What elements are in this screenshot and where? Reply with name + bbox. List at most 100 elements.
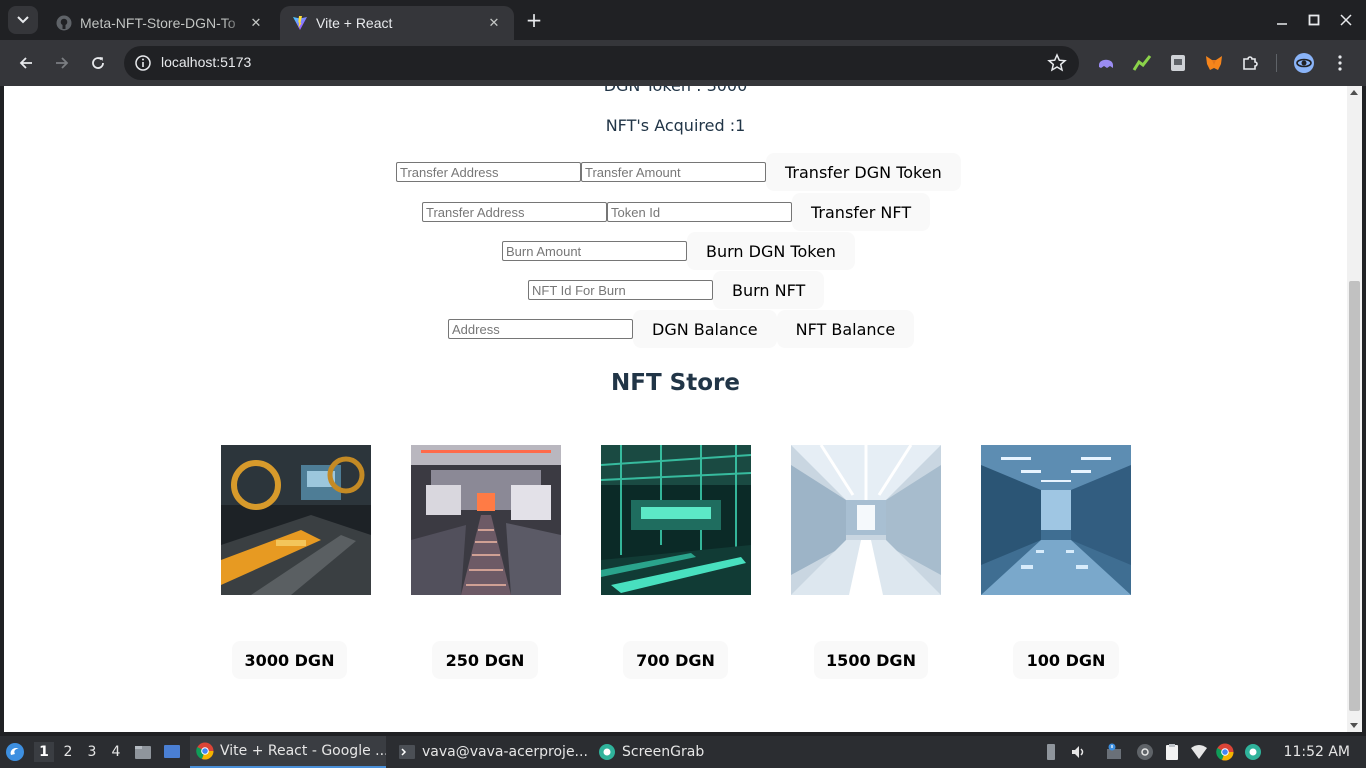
maximize-button[interactable] [1302, 8, 1326, 32]
url-text[interactable]: localhost:5173 [161, 54, 252, 70]
vite-icon [293, 16, 307, 30]
maximize-icon [1308, 14, 1320, 26]
task-screengrab[interactable]: ScreenGrab [592, 736, 722, 768]
nft-price-button-4[interactable]: 100 DGN [1013, 641, 1119, 679]
burn-token-row: Burn DGN Token [502, 232, 855, 270]
chrome-tray-icon[interactable] [1216, 743, 1234, 761]
sync-icon[interactable] [1136, 743, 1154, 761]
tab-title: Meta-NFT-Store-DGN-To [80, 15, 248, 31]
close-window-button[interactable] [1334, 8, 1358, 32]
scrollbar-thumb[interactable] [1349, 281, 1360, 711]
nfts-acquired-text: NFT's Acquired :1 [605, 116, 746, 135]
window-bottom-border [0, 732, 1366, 736]
burn-amount-input[interactable] [502, 241, 687, 261]
puzzle-icon[interactable] [1240, 53, 1260, 73]
tab-vite-react[interactable]: Vite + React ✕ [280, 6, 514, 40]
transfer-token-row: Transfer DGN Token [396, 153, 961, 191]
show-desktop-icon[interactable] [163, 743, 181, 761]
nft-price-button-0[interactable]: 3000 DGN [232, 641, 347, 679]
browser-toolbar: localhost:5173 [0, 40, 1366, 86]
notification-icon[interactable] [1105, 743, 1123, 761]
workspace-1[interactable]: 1 [34, 742, 54, 762]
balance-address-input[interactable] [448, 319, 633, 339]
task-label: ScreenGrab [622, 744, 705, 760]
nft-price-button-3[interactable]: 1500 DGN [814, 641, 928, 679]
profile-avatar-icon[interactable] [1293, 52, 1315, 74]
transfer-dgn-token-button[interactable]: Transfer DGN Token [766, 153, 961, 191]
dgn-balance-button[interactable]: DGN Balance [633, 310, 777, 348]
transfer-amount-input[interactable] [581, 162, 766, 182]
reload-button[interactable] [84, 49, 112, 77]
tab-search-button[interactable] [8, 6, 38, 34]
volume-icon[interactable] [1070, 743, 1088, 761]
tab-github[interactable]: Meta-NFT-Store-DGN-To ✕ [44, 6, 276, 40]
reload-icon [92, 57, 104, 69]
nft-image-2[interactable] [601, 445, 751, 595]
workspace-2[interactable]: 2 [63, 744, 73, 760]
chrome-icon [196, 742, 214, 760]
usb-drive-icon[interactable] [1042, 743, 1060, 761]
system-clock[interactable]: 11:52 AM [1283, 744, 1350, 760]
bookmark-star-icon[interactable] [1047, 53, 1067, 73]
burn-nft-row: Burn NFT [528, 271, 825, 309]
ghost-extension-icon[interactable] [1096, 53, 1116, 73]
nft-balance-button[interactable]: NFT Balance [776, 310, 915, 348]
clipboard-icon[interactable] [1163, 743, 1181, 761]
chevron-down-icon [17, 16, 29, 24]
burn-nft-button[interactable]: Burn NFT [713, 271, 825, 309]
scroll-down-arrow-icon[interactable] [1350, 723, 1358, 728]
system-taskbar: 1 2 3 4 Vite + React - Google ... vava@v… [0, 736, 1366, 768]
tab-title: Vite + React [316, 15, 393, 31]
forward-button[interactable] [48, 49, 76, 77]
nft-image-0[interactable] [221, 445, 371, 595]
nft-image-1[interactable] [411, 445, 561, 595]
burn-dgn-token-button[interactable]: Burn DGN Token [687, 232, 855, 270]
nft-price-button-2[interactable]: 700 DGN [623, 641, 728, 679]
transfer-address-input[interactable] [396, 162, 581, 182]
arrow-right-icon [56, 57, 69, 69]
nft-store-title: NFT Store [611, 370, 740, 396]
scroll-up-arrow-icon[interactable] [1350, 90, 1358, 95]
address-bar[interactable]: localhost:5173 [124, 46, 1079, 80]
close-tab-icon[interactable]: ✕ [250, 15, 262, 30]
transfer-nft-row: Transfer NFT [422, 193, 931, 231]
close-tab-icon[interactable]: ✕ [488, 15, 500, 30]
wifi-icon[interactable] [1190, 743, 1208, 761]
nft-price-button-1[interactable]: 250 DGN [432, 641, 538, 679]
back-button[interactable] [12, 49, 40, 77]
more-menu-icon[interactable] [1330, 53, 1350, 73]
github-icon [56, 15, 72, 31]
tab-bar: Meta-NFT-Store-DGN-To ✕ Vite + React ✕ + [0, 0, 1366, 40]
minimize-icon [1277, 23, 1287, 25]
dgn-token-balance-text: DGN Token : 3000 [4, 86, 1347, 95]
start-menu-icon[interactable] [5, 742, 25, 762]
balance-row: DGN Balance NFT Balance [448, 310, 915, 348]
workspace-3[interactable]: 3 [87, 744, 97, 760]
task-terminal[interactable]: vava@vava-acerproje... [392, 736, 588, 768]
chart-extension-icon[interactable] [1132, 53, 1152, 73]
task-label: vava@vava-acerproje... [422, 744, 588, 760]
task-label: Vite + React - Google ... [220, 743, 386, 759]
screengrab-tray-icon[interactable] [1244, 743, 1262, 761]
token-id-input[interactable] [607, 202, 792, 222]
transfer-nft-button[interactable]: Transfer NFT [792, 193, 931, 231]
arrow-left-icon [19, 57, 32, 69]
file-manager-icon[interactable] [134, 743, 152, 761]
workspace-4[interactable]: 4 [111, 744, 121, 760]
minimize-button[interactable] [1270, 8, 1294, 32]
page-viewport: DGN Token : 3000 NFT's Acquired :1 Trans… [4, 86, 1347, 732]
nft-image-3[interactable] [791, 445, 941, 595]
nft-id-for-burn-input[interactable] [528, 280, 713, 300]
nft-image-4[interactable] [981, 445, 1131, 595]
metamask-fox-icon[interactable] [1204, 53, 1224, 73]
toolbar-divider [1276, 54, 1277, 72]
new-tab-button[interactable]: + [525, 8, 543, 32]
task-chrome[interactable]: Vite + React - Google ... [190, 736, 386, 768]
page-scrollbar[interactable] [1347, 86, 1362, 732]
screengrab-icon [599, 744, 615, 760]
site-info-icon[interactable] [134, 54, 152, 72]
close-icon [1340, 14, 1352, 26]
transfer-nft-address-input[interactable] [422, 202, 607, 222]
doc-extension-icon[interactable] [1168, 53, 1188, 73]
terminal-icon [399, 745, 415, 759]
